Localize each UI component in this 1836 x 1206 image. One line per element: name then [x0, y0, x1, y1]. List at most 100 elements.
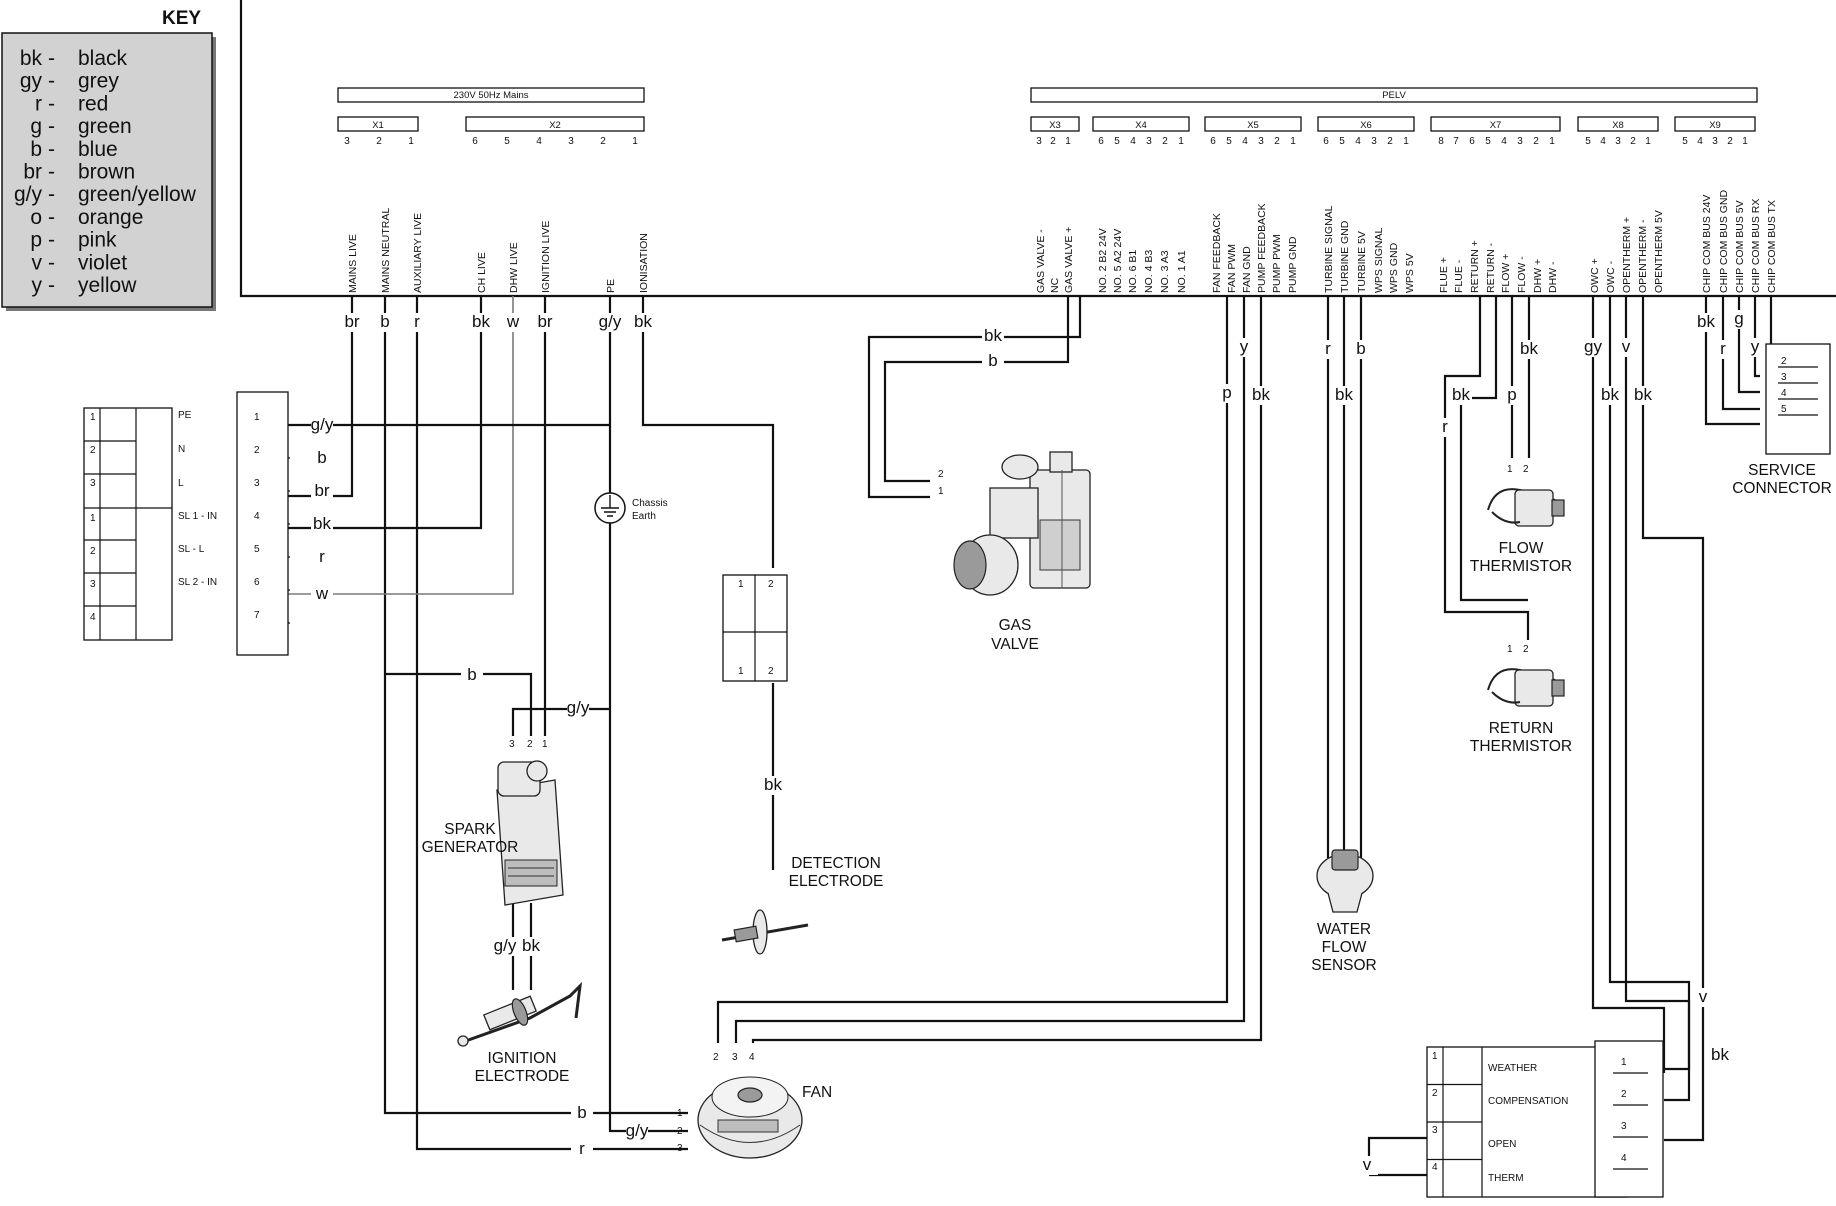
- wire-label-bg: [1632, 386, 1654, 405]
- key-dash: -: [48, 115, 55, 138]
- connector-x6: [1317, 116, 1415, 132]
- signal-label: PUMP FEEDBACK: [1256, 203, 1268, 293]
- signal-label: OPENTHERM 5V: [1653, 210, 1665, 293]
- key-code: gy: [20, 70, 43, 93]
- connector-label: X8: [1612, 120, 1624, 131]
- terminal-label: N: [178, 444, 185, 455]
- wire-label-bg: [632, 313, 654, 332]
- fan-pin-3: 3: [732, 1052, 738, 1063]
- connector-pin: 4: [1130, 136, 1136, 147]
- connector-x7: [1430, 116, 1561, 132]
- wire-colour-label: y: [1751, 337, 1760, 356]
- chassis-earth-label-1: Chassis: [632, 498, 668, 509]
- signal-label: NO. 3 A3: [1159, 250, 1171, 293]
- svg-text:1: 1: [738, 666, 744, 677]
- wire-colour-label: g/y: [599, 312, 622, 331]
- owc-block-pin: 3: [1621, 1121, 1627, 1132]
- signal-label: CHIP COM BUS GND: [1718, 190, 1730, 293]
- signal-label: NO. 4 B3: [1143, 250, 1155, 293]
- wire-colour-label: g/y: [626, 1121, 649, 1140]
- terminal-block-pin: 7: [254, 610, 260, 621]
- signal-label: CHIP COM BUS 24V: [1701, 195, 1713, 293]
- wire-label-bg: [1615, 338, 1637, 357]
- owc-block-pin: 2: [1621, 1089, 1627, 1100]
- connector-pin: 6: [1210, 136, 1216, 147]
- signal-label: CHIP COM BUS RX: [1750, 199, 1762, 293]
- signal-label: FLUE -: [1453, 259, 1465, 293]
- terminal-block-pin: 1: [254, 412, 260, 423]
- wire-openterm-plus: [1624, 296, 1691, 1102]
- wire-label-bg: [1450, 386, 1472, 405]
- service-pin-3: 3: [1781, 372, 1787, 383]
- mains-label: 230V 50Hz Mains: [454, 90, 529, 101]
- pcb-outline: [239, 0, 1836, 298]
- connector-pin: 2: [1274, 136, 1280, 147]
- signal-label: MAINS LIVE: [347, 234, 359, 293]
- wire-label-bg: [1434, 418, 1456, 437]
- wire-colour-label: r: [319, 547, 325, 566]
- wire-colour-label: b: [317, 448, 326, 467]
- key-colour-name: black: [78, 47, 128, 70]
- wire-label-bg: [520, 937, 542, 956]
- detection-electrode-label-1: DETECTION: [791, 855, 881, 872]
- wire-label-bg: [341, 313, 363, 332]
- spark-generator-label-1: SPARK: [444, 821, 496, 838]
- ignition-electrode-label-1: IGNITION: [488, 1050, 557, 1067]
- chassis-earth: Chassis Earth: [594, 492, 668, 524]
- wire-label-bg: [1216, 384, 1238, 403]
- wire-label-bg: [1728, 310, 1750, 329]
- signal-label: CHIP COM BUS 5V: [1734, 200, 1746, 293]
- signal-label: TURBINE SIGNAL: [1323, 205, 1335, 293]
- water-flow-sensor-label-3: SENSOR: [1311, 957, 1376, 974]
- wire-gas-valve-neg: [867, 296, 1082, 499]
- signal-label: PUMP PWM: [1271, 234, 1283, 293]
- wire-label-bg: [1250, 386, 1272, 405]
- wire-label-bg: [626, 1122, 648, 1141]
- weather-block-label: WEATHER: [1488, 1063, 1537, 1074]
- key-colour-name: grey: [78, 70, 119, 93]
- wire-label-bg: [571, 1140, 593, 1159]
- signal-label: OPENTHERM -: [1637, 219, 1649, 293]
- signal-label: PE: [605, 279, 617, 293]
- wire-spark-earth: [511, 707, 610, 736]
- key-entries: bk-blackgy-greyr-redg-greenb-bluebr-brow…: [14, 47, 197, 297]
- terminal-number: 4: [90, 612, 96, 623]
- signal-label: FAN PWM: [1226, 244, 1238, 293]
- wire-colour-label: bk: [634, 312, 652, 331]
- key-legend: KEY bk-blackgy-greyr-redg-greenb-bluebr-…: [1, 8, 216, 311]
- spark-generator-icon: [496, 760, 564, 906]
- wire-label-bg: [571, 1104, 593, 1123]
- fan-icon: [697, 1076, 803, 1159]
- signal-label: FLOW +: [1500, 254, 1512, 293]
- connector-pin: 6: [1469, 136, 1475, 147]
- wire-chip-rx: [1753, 296, 1760, 378]
- wire-fan-pwm: [716, 296, 1229, 1043]
- connector-label: X7: [1490, 120, 1502, 131]
- wire-owc-minus: [1608, 296, 1691, 1071]
- connector-pin: 2: [1727, 136, 1733, 147]
- signal-label: TURBINE 5V: [1356, 231, 1368, 293]
- connector-pin: 1: [1549, 136, 1555, 147]
- terminal-number: 1: [90, 513, 96, 524]
- connector-x5: [1204, 116, 1302, 132]
- fan-pin-2: 2: [713, 1052, 719, 1063]
- wire-label-bg: [311, 416, 333, 435]
- connector-pin: 1: [1290, 136, 1296, 147]
- fan-side-pin-1: 1: [677, 1108, 683, 1119]
- spark-pin-2: 2: [527, 739, 533, 750]
- weather-block-number: 3: [1432, 1125, 1438, 1136]
- signal-label: IONISATION: [638, 233, 650, 293]
- wire-label-bg: [494, 937, 516, 956]
- connector-label: X5: [1247, 120, 1259, 131]
- signal-label: NO. 1 A1: [1176, 250, 1188, 293]
- connector-pin: 1: [1742, 136, 1748, 147]
- connector-x1: [337, 116, 419, 132]
- wire-colour-label: bk: [1452, 385, 1470, 404]
- svg-text:2: 2: [768, 579, 774, 590]
- connector-pin: 2: [1387, 136, 1393, 147]
- wire-dhw-live: [270, 296, 514, 595]
- flow-thermistor-label-1: FLOW: [1499, 540, 1544, 557]
- connector-pin: 4: [1242, 136, 1248, 147]
- connector-pin: 2: [376, 136, 382, 147]
